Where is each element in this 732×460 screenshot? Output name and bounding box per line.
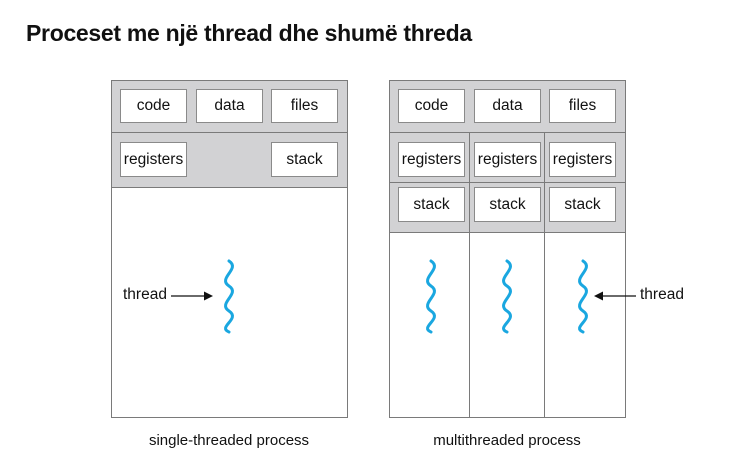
- multi-registers-box-2: registers: [474, 142, 541, 177]
- multi-stack-box-2: stack: [474, 187, 541, 222]
- multi-thread-wave-icon-3: [578, 259, 588, 334]
- multi-caption: multithreaded process: [433, 432, 581, 449]
- single-thread-label: thread: [123, 286, 167, 303]
- single-divider-bottom: [112, 187, 347, 188]
- multi-thread-divider-1: [469, 132, 470, 417]
- single-caption: single-threaded process: [148, 432, 310, 449]
- single-code-box: code: [120, 89, 187, 123]
- multi-data-box: data: [474, 89, 541, 123]
- multi-files-box: files: [549, 89, 616, 123]
- multi-divider-middle: [390, 182, 625, 183]
- single-data-box: data: [196, 89, 263, 123]
- multi-thread-divider-2: [544, 132, 545, 417]
- multi-divider-bottom: [390, 232, 625, 233]
- multi-code-box: code: [398, 89, 465, 123]
- single-thread-arrow-icon: [171, 291, 213, 301]
- multi-divider-top: [390, 132, 625, 133]
- multi-stack-box-3: stack: [549, 187, 616, 222]
- single-stack-box: stack: [271, 142, 338, 177]
- multi-registers-box-3: registers: [549, 142, 616, 177]
- single-registers-box: registers: [120, 142, 187, 177]
- page-title: Proceset me një thread dhe shumë threda: [26, 20, 472, 46]
- multi-thread-wave-icon-2: [502, 259, 512, 334]
- multi-thread-arrow-icon: [594, 291, 636, 301]
- multi-registers-box-1: registers: [398, 142, 465, 177]
- single-files-box: files: [271, 89, 338, 123]
- multi-thread-label: thread: [640, 286, 684, 303]
- multi-stack-box-1: stack: [398, 187, 465, 222]
- single-divider-top: [112, 132, 347, 133]
- multi-thread-wave-icon-1: [426, 259, 436, 334]
- single-thread-wave-icon: [224, 259, 234, 334]
